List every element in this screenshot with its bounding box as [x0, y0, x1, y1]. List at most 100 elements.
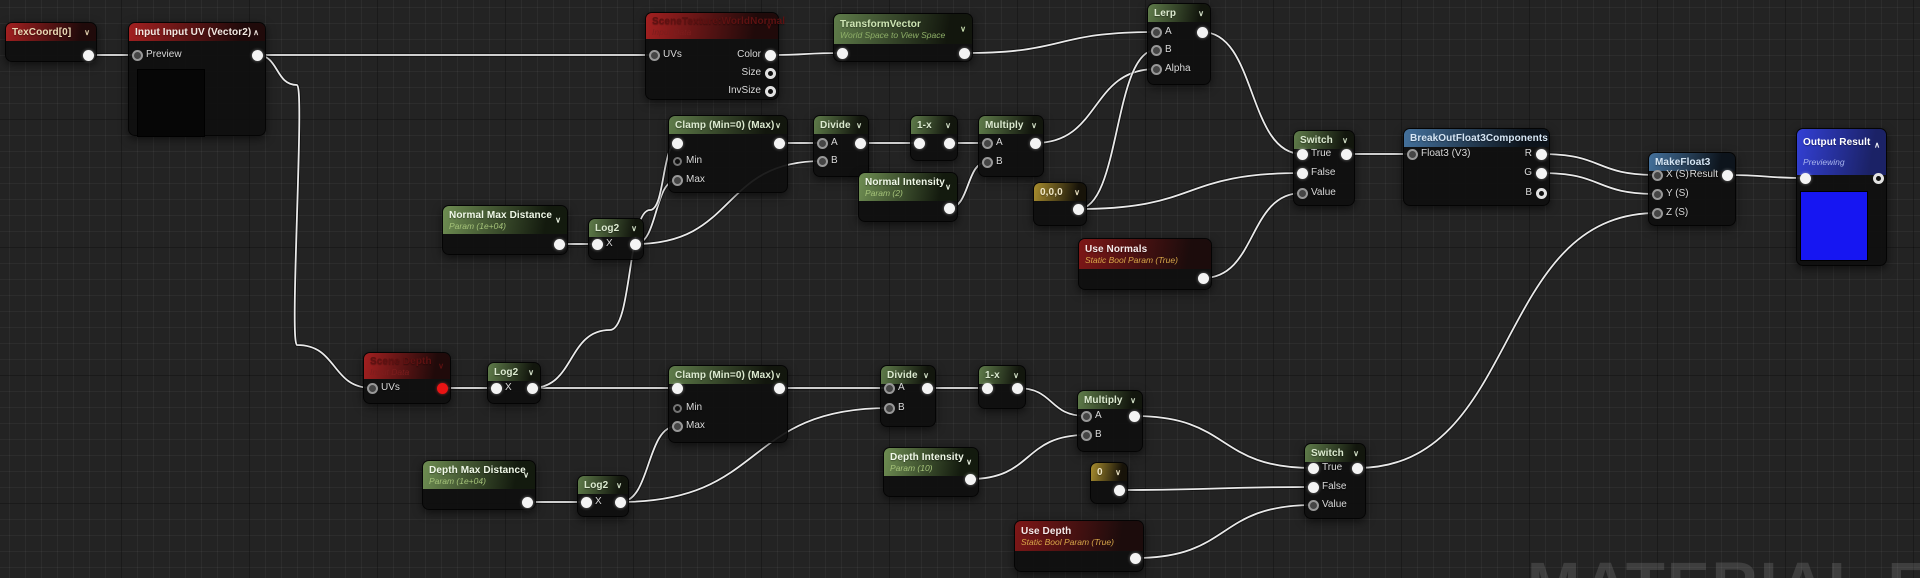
chevron-down-icon[interactable]: ∨ — [1342, 135, 1348, 145]
node-log2c[interactable]: Log2∨ — [577, 475, 629, 517]
node-clamp1[interactable]: Clamp (Min=0) (Max)∨ — [668, 115, 788, 193]
node-header[interactable]: Divide∨ — [814, 116, 868, 134]
chevron-up-icon[interactable]: ∧ — [253, 27, 259, 37]
pin-output[interactable] — [1340, 148, 1352, 160]
pin-output[interactable] — [1196, 26, 1208, 38]
pin-color[interactable] — [764, 49, 776, 61]
pin-b[interactable] — [1150, 44, 1162, 56]
chevron-down-icon[interactable]: ∨ — [1013, 370, 1019, 380]
pin-uvs[interactable] — [648, 49, 660, 61]
chevron-down-icon[interactable]: ∨ — [766, 21, 772, 31]
pin-output[interactable] — [1872, 172, 1884, 184]
node-header[interactable]: 0,0,0∨ — [1034, 183, 1086, 201]
node-zeroconst[interactable]: 0∨ — [1090, 462, 1128, 504]
pin-min[interactable] — [672, 403, 682, 413]
chevron-down-icon[interactable]: ∨ — [523, 470, 529, 480]
pin-output[interactable] — [1129, 552, 1141, 564]
chevron-down-icon[interactable]: ∨ — [945, 120, 951, 130]
pin-output[interactable] — [1113, 484, 1125, 496]
node-header[interactable]: Switch∨ — [1294, 131, 1354, 149]
node-header[interactable]: 1-x∨ — [979, 366, 1025, 384]
pin-false[interactable] — [1307, 481, 1319, 493]
chevron-down-icon[interactable]: ∨ — [84, 27, 90, 37]
chevron-down-icon[interactable]: ∨ — [1198, 8, 1204, 18]
pin-output[interactable] — [964, 473, 976, 485]
pin-y-s-[interactable] — [1651, 188, 1663, 200]
chevron-down-icon[interactable]: ∨ — [1353, 448, 1359, 458]
chevron-down-icon[interactable]: ∨ — [616, 480, 622, 490]
pin-a[interactable] — [883, 382, 895, 394]
pin-output[interactable] — [943, 137, 955, 149]
pin-true[interactable] — [1296, 148, 1308, 160]
pin-input[interactable] — [1799, 172, 1811, 184]
node-header[interactable]: 1-x∨ — [911, 116, 957, 134]
pin-b[interactable] — [816, 155, 828, 167]
chevron-down-icon[interactable]: ∨ — [1031, 120, 1037, 130]
pin-input[interactable] — [836, 47, 848, 59]
pin-output[interactable] — [958, 47, 970, 59]
node-header[interactable]: 0∨ — [1091, 463, 1127, 481]
pin-value[interactable] — [1307, 499, 1319, 511]
node-header[interactable]: BreakOutFloat3Components — [1404, 129, 1549, 147]
node-header[interactable]: Clamp (Min=0) (Max)∨ — [669, 366, 787, 384]
pin-input[interactable] — [671, 382, 683, 394]
node-inputuv[interactable]: Input Input UV (Vector2)∧ — [128, 22, 266, 137]
pin-output[interactable] — [1072, 203, 1084, 215]
pin-output[interactable] — [1029, 137, 1041, 149]
node-header[interactable]: Log2∨ — [578, 476, 628, 494]
pin-a[interactable] — [981, 137, 993, 149]
chevron-down-icon[interactable]: ∨ — [856, 120, 862, 130]
node-header[interactable]: Multiply∨ — [1078, 391, 1142, 409]
node-header[interactable]: Divide∨ — [881, 366, 935, 384]
pin-a[interactable] — [816, 137, 828, 149]
pin-b[interactable] — [981, 156, 993, 168]
node-breakout[interactable]: BreakOutFloat3Components — [1403, 128, 1550, 206]
pin-z-s-[interactable] — [1651, 207, 1663, 219]
node-header[interactable]: Input Input UV (Vector2)∧ — [129, 23, 265, 41]
chevron-down-icon[interactable]: ∨ — [960, 24, 966, 34]
chevron-down-icon[interactable]: ∨ — [528, 367, 534, 377]
pin-x[interactable] — [490, 382, 502, 394]
chevron-down-icon[interactable]: ∨ — [1074, 187, 1080, 197]
pin-size[interactable] — [764, 67, 776, 79]
chevron-down-icon[interactable]: ∨ — [631, 223, 637, 233]
pin-x[interactable] — [591, 238, 603, 250]
node-divide2[interactable]: Divide∨ — [880, 365, 936, 427]
node-header[interactable]: Log2∨ — [589, 219, 643, 237]
chevron-down-icon[interactable]: ∨ — [438, 361, 444, 371]
node-header[interactable]: Log2∨ — [488, 363, 540, 381]
pin-output[interactable] — [921, 382, 933, 394]
pin-output[interactable] — [854, 137, 866, 149]
pin-output[interactable] — [943, 202, 955, 214]
pin-min[interactable] — [672, 156, 682, 166]
pin-output[interactable] — [773, 137, 785, 149]
pin-output[interactable] — [629, 238, 641, 250]
chevron-down-icon[interactable]: ∨ — [966, 457, 972, 467]
chevron-down-icon[interactable]: ∨ — [945, 182, 951, 192]
node-header[interactable]: Switch∨ — [1305, 444, 1365, 462]
pin-input[interactable] — [671, 137, 683, 149]
pin-b[interactable] — [1080, 429, 1092, 441]
pin-output[interactable] — [521, 496, 533, 508]
pin-result[interactable] — [1721, 169, 1733, 181]
pin-output[interactable] — [1351, 462, 1363, 474]
pin-true[interactable] — [1307, 462, 1319, 474]
pin-alpha[interactable] — [1150, 63, 1162, 75]
